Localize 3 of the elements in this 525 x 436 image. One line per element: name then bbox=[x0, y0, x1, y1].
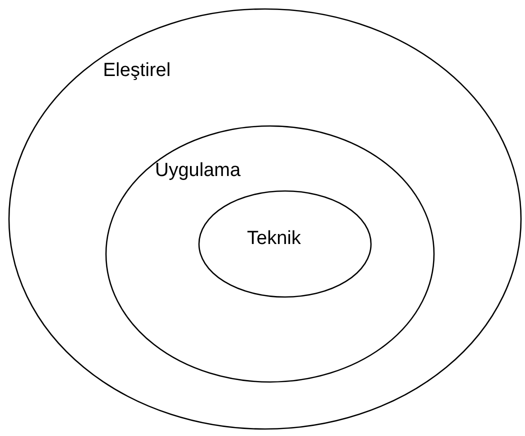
ring-label: Uygulama bbox=[155, 160, 241, 183]
ring-label: Teknik bbox=[247, 228, 301, 251]
ring-label: Eleştirel bbox=[103, 60, 171, 83]
